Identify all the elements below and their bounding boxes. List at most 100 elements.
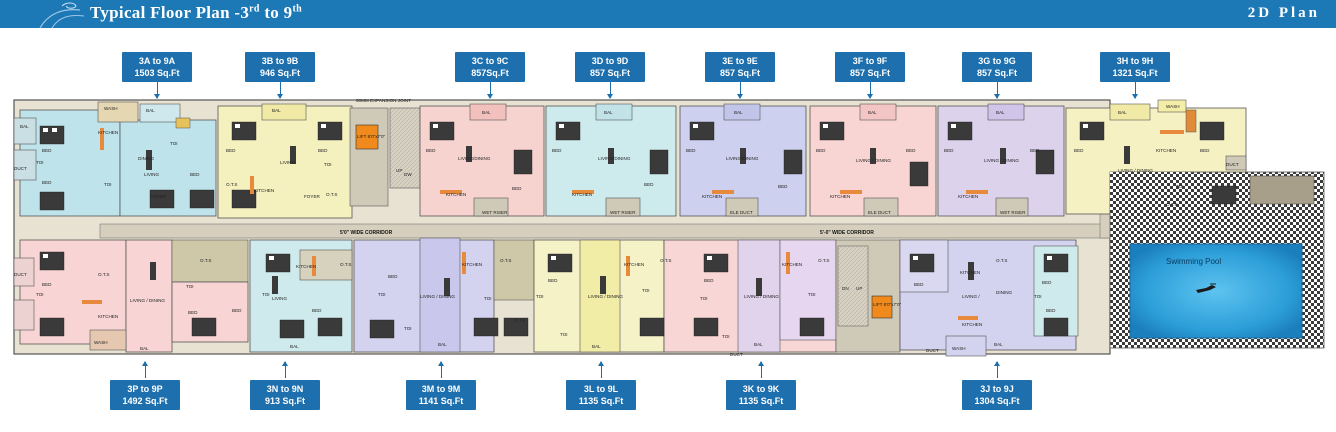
svg-text:DUCT: DUCT bbox=[926, 348, 939, 353]
svg-text:O.T.S: O.T.S bbox=[226, 182, 238, 187]
svg-text:LIVING / DINING: LIVING / DINING bbox=[744, 294, 779, 299]
svg-text:TOI: TOI bbox=[404, 326, 412, 331]
svg-text:BED: BED bbox=[644, 182, 654, 187]
svg-text:TOI: TOI bbox=[722, 334, 730, 339]
svg-text:TOI: TOI bbox=[324, 162, 332, 167]
svg-text:WASH: WASH bbox=[952, 346, 966, 351]
svg-text:KITCHEN: KITCHEN bbox=[962, 322, 982, 327]
svg-text:O.T.S: O.T.S bbox=[200, 258, 212, 263]
plan-type-label: 2D Plan bbox=[1247, 5, 1320, 21]
svg-text:BAL: BAL bbox=[20, 124, 29, 129]
svg-text:TOI: TOI bbox=[36, 292, 44, 297]
svg-text:TOI: TOI bbox=[560, 332, 568, 337]
corridor-left-label: 5'0" WIDE CORRIDOR bbox=[340, 230, 393, 236]
arrow-up-icon bbox=[598, 361, 604, 378]
svg-text:WET RISER: WET RISER bbox=[482, 210, 508, 215]
svg-text:DINING: DINING bbox=[138, 156, 155, 161]
svg-text:BAL: BAL bbox=[482, 110, 491, 115]
arrow-up-icon bbox=[758, 361, 764, 378]
svg-text:LIVING / DINING: LIVING / DINING bbox=[420, 294, 455, 299]
svg-text:BED: BED bbox=[1200, 148, 1210, 153]
svg-text:KITCHEN: KITCHEN bbox=[254, 188, 274, 193]
svg-text:TOI: TOI bbox=[700, 296, 708, 301]
svg-text:BAL: BAL bbox=[994, 342, 1003, 347]
svg-text:TOI: TOI bbox=[262, 292, 270, 297]
svg-text:KITCHEN: KITCHEN bbox=[960, 270, 980, 275]
svg-text:TOI: TOI bbox=[536, 294, 544, 299]
svg-text:BED: BED bbox=[42, 180, 52, 185]
svg-text:O.T.S: O.T.S bbox=[1166, 202, 1178, 207]
svg-text:TOI: TOI bbox=[378, 292, 386, 297]
expansion-joint-label: 50MM EXPANSION JOINT bbox=[356, 98, 411, 103]
svg-text:WASH: WASH bbox=[104, 106, 118, 111]
svg-text:BAL: BAL bbox=[438, 342, 447, 347]
svg-text:TOI: TOI bbox=[104, 182, 112, 187]
svg-text:KITCHEN: KITCHEN bbox=[98, 314, 118, 319]
svg-text:ELE DUCT: ELE DUCT bbox=[730, 210, 753, 215]
svg-text:DUCT: DUCT bbox=[14, 166, 27, 171]
arrow-down-icon bbox=[737, 82, 743, 99]
svg-text:BAL: BAL bbox=[754, 342, 763, 347]
svg-text:TOI: TOI bbox=[1176, 184, 1184, 189]
svg-text:LIVING/DINING: LIVING/DINING bbox=[598, 156, 631, 161]
svg-text:TOI: TOI bbox=[186, 284, 194, 289]
svg-text:BED: BED bbox=[1042, 280, 1052, 285]
svg-text:KITCHEN: KITCHEN bbox=[702, 194, 722, 199]
svg-text:BAL: BAL bbox=[146, 108, 155, 113]
arrow-down-icon bbox=[277, 82, 283, 99]
svg-text:BED: BED bbox=[426, 148, 436, 153]
svg-text:BED: BED bbox=[1074, 148, 1084, 153]
svg-text:BED: BED bbox=[232, 308, 242, 313]
arrow-down-icon bbox=[487, 82, 493, 99]
svg-text:WET RISER: WET RISER bbox=[610, 210, 636, 215]
svg-text:KITCHEN: KITCHEN bbox=[624, 262, 644, 267]
svg-text:LIVING /: LIVING / bbox=[962, 294, 980, 299]
arrow-down-icon bbox=[607, 82, 613, 99]
svg-text:LIVING / DINING: LIVING / DINING bbox=[1118, 168, 1153, 173]
svg-text:LIVING/DINING: LIVING/DINING bbox=[458, 156, 491, 161]
svg-text:FOYER: FOYER bbox=[150, 194, 167, 199]
svg-text:BAL: BAL bbox=[592, 344, 601, 349]
lift-top-label: LIFT 8'0"x7'0" bbox=[357, 134, 386, 139]
svg-text:TOI: TOI bbox=[1034, 294, 1042, 299]
svg-text:KITCHEN: KITCHEN bbox=[462, 262, 482, 267]
svg-text:DUCT: DUCT bbox=[14, 272, 27, 277]
svg-text:KITCHEN: KITCHEN bbox=[98, 130, 118, 135]
swirl-ornament-icon bbox=[39, 2, 85, 28]
svg-text:BED: BED bbox=[42, 282, 52, 287]
svg-text:O.T.S: O.T.S bbox=[818, 258, 830, 263]
svg-text:BED: BED bbox=[1046, 308, 1056, 313]
svg-text:BED: BED bbox=[318, 148, 328, 153]
svg-text:BAL: BAL bbox=[140, 346, 149, 351]
svg-text:BED: BED bbox=[548, 278, 558, 283]
svg-text:BED: BED bbox=[778, 184, 788, 189]
svg-text:BED: BED bbox=[944, 148, 954, 153]
svg-text:LIVING/DINING: LIVING/DINING bbox=[726, 156, 759, 161]
svg-text:BED: BED bbox=[188, 310, 198, 315]
svg-text:BED: BED bbox=[312, 308, 322, 313]
svg-text:BED: BED bbox=[906, 148, 916, 153]
svg-text:BAL: BAL bbox=[868, 110, 877, 115]
svg-text:FOYER: FOYER bbox=[304, 194, 321, 199]
svg-text:O.T.S: O.T.S bbox=[514, 318, 526, 323]
svg-text:DINING: DINING bbox=[996, 290, 1013, 295]
svg-text:TOI: TOI bbox=[484, 296, 492, 301]
svg-text:WASH: WASH bbox=[1166, 104, 1180, 109]
svg-text:KITCHEN: KITCHEN bbox=[958, 194, 978, 199]
svg-text:O.T.S: O.T.S bbox=[500, 258, 512, 263]
svg-text:LIVING: LIVING bbox=[144, 172, 159, 177]
arrow-up-icon bbox=[438, 361, 444, 378]
svg-text:LIVING: LIVING bbox=[280, 160, 295, 165]
corridor bbox=[99, 223, 1109, 239]
svg-text:DUCT: DUCT bbox=[1226, 162, 1239, 167]
svg-text:BED: BED bbox=[552, 148, 562, 153]
room-labels: BAL DUCT WASH BAL KITCHEN BED BED DINING LIVI… bbox=[14, 104, 1239, 357]
